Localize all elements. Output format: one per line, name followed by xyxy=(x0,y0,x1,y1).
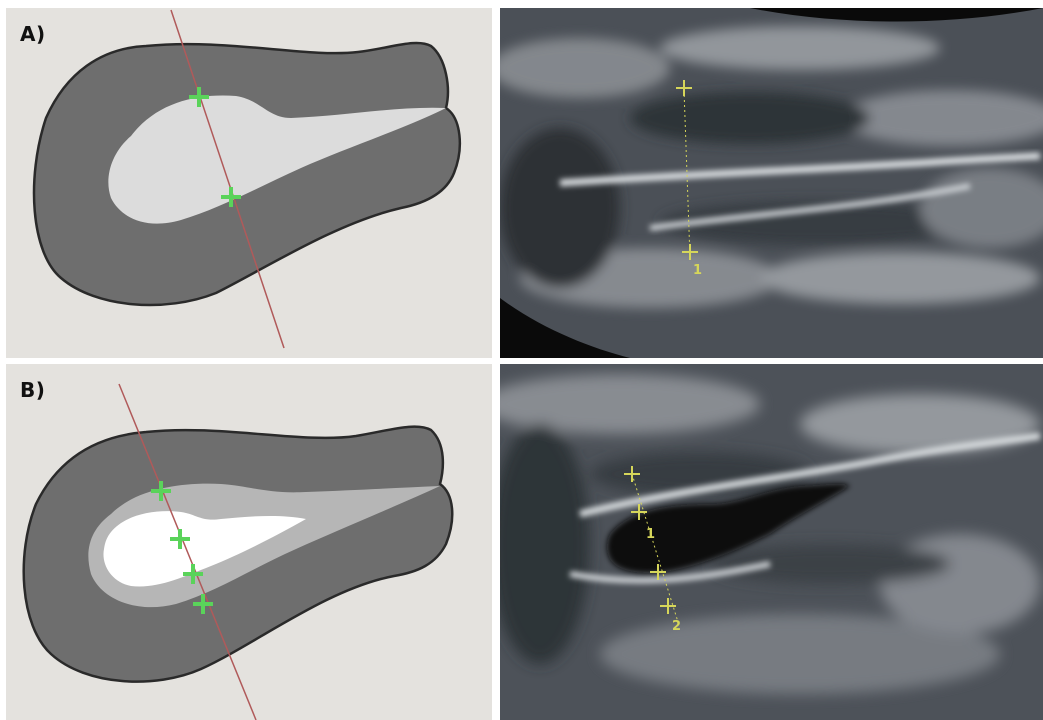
panel-a-ultrasound: 1 xyxy=(500,8,1043,358)
caliper-label-b-2: 2 xyxy=(672,619,681,634)
panel-label-b: B) xyxy=(20,378,45,402)
panel-b-diagram: B) xyxy=(6,364,492,720)
panel-b-ultrasound: 1 2 xyxy=(500,364,1043,720)
panel-label-a: A) xyxy=(20,22,46,46)
panel-a-diagram: A) xyxy=(6,8,492,358)
caliper-label-b-1: 1 xyxy=(646,527,655,542)
caliper-label-a-1: 1 xyxy=(693,263,702,278)
ultrasound-image-a: 1 xyxy=(500,8,1043,358)
ultrasound-image-b: 1 2 xyxy=(500,364,1043,720)
uterus-diagram-b xyxy=(6,364,492,720)
uterus-diagram-a xyxy=(6,8,492,358)
